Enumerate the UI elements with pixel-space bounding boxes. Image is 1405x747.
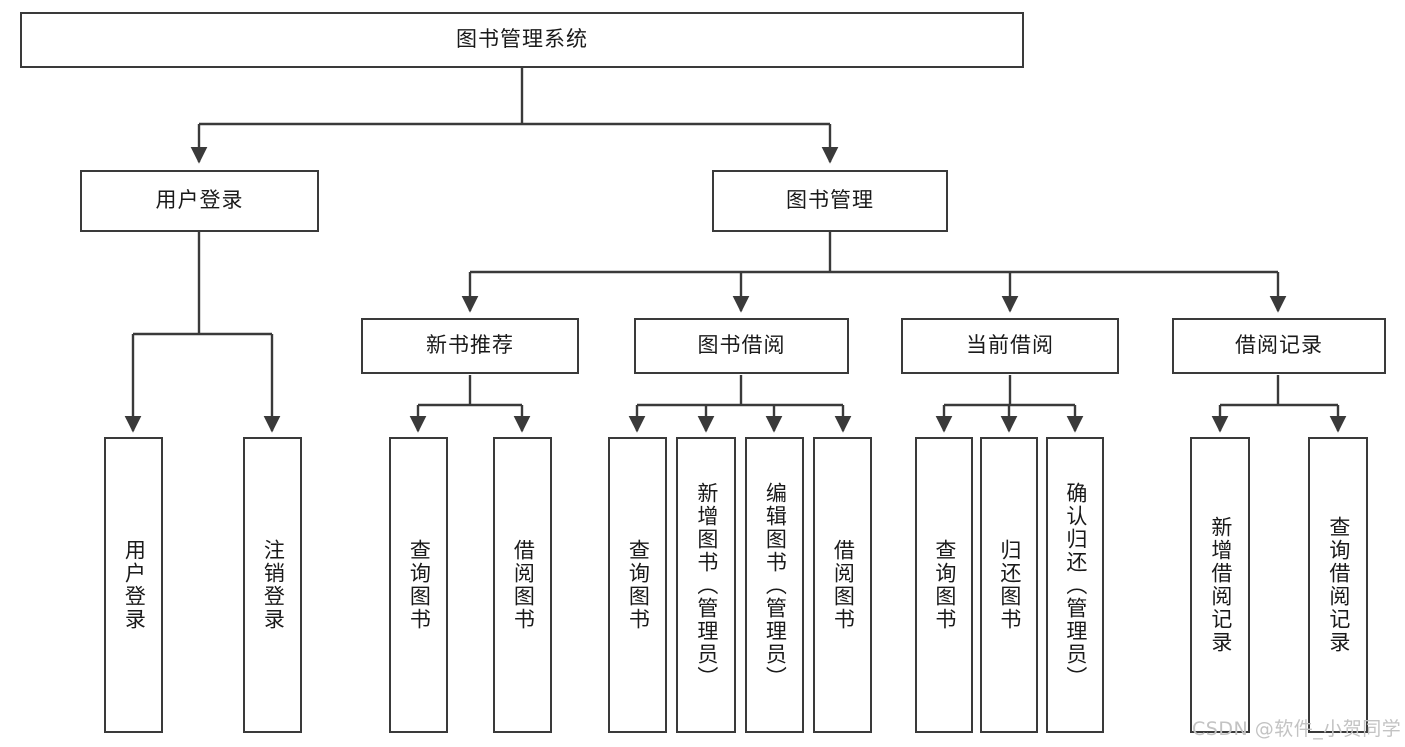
- leaf-current-borrow-confirm[interactable]: 确认归还（管理员）: [1046, 437, 1104, 733]
- node-label: 编辑图书（管理员）: [763, 481, 788, 689]
- node-label: 用户登录: [155, 188, 244, 213]
- node-borrow-record[interactable]: 借阅记录: [1172, 318, 1386, 374]
- leaf-borrow-record-add[interactable]: 新增借阅记录: [1190, 437, 1250, 733]
- node-book-management[interactable]: 图书管理: [712, 170, 948, 232]
- node-user-login[interactable]: 用户登录: [80, 170, 319, 232]
- node-label: 查询图书: [626, 539, 651, 631]
- node-label: 图书管理系统: [456, 27, 588, 52]
- node-label: 查询图书: [407, 539, 432, 631]
- leaf-user-login-login[interactable]: 用户登录: [104, 437, 163, 733]
- leaf-current-borrow-return[interactable]: 归还图书: [980, 437, 1038, 733]
- node-label: 确认归还（管理员）: [1063, 481, 1088, 689]
- leaf-new-book-borrow[interactable]: 借阅图书: [493, 437, 552, 733]
- node-new-book-recommend[interactable]: 新书推荐: [361, 318, 579, 374]
- node-label: 借阅记录: [1235, 333, 1323, 358]
- node-label: 注销登录: [261, 539, 286, 631]
- leaf-book-borrow-query[interactable]: 查询图书: [608, 437, 667, 733]
- node-label: 新增图书（管理员）: [694, 481, 719, 689]
- leaf-current-borrow-query[interactable]: 查询图书: [915, 437, 973, 733]
- node-current-borrow[interactable]: 当前借阅: [901, 318, 1119, 374]
- leaf-book-borrow-borrow[interactable]: 借阅图书: [813, 437, 872, 733]
- node-book-borrow[interactable]: 图书借阅: [634, 318, 849, 374]
- node-label: 新增借阅记录: [1208, 516, 1233, 654]
- node-label: 查询图书: [932, 539, 957, 631]
- leaf-user-login-logout[interactable]: 注销登录: [243, 437, 302, 733]
- node-label: 归还图书: [997, 539, 1022, 631]
- node-label: 借阅图书: [831, 539, 856, 631]
- node-label: 用户登录: [122, 539, 147, 631]
- node-label: 借阅图书: [511, 539, 536, 631]
- leaf-borrow-record-query[interactable]: 查询借阅记录: [1308, 437, 1368, 733]
- node-label: 新书推荐: [426, 333, 514, 358]
- leaf-book-borrow-edit[interactable]: 编辑图书（管理员）: [745, 437, 804, 733]
- leaf-book-borrow-add[interactable]: 新增图书（管理员）: [676, 437, 736, 733]
- node-book-management-system[interactable]: 图书管理系统: [20, 12, 1024, 68]
- node-label: 图书借阅: [697, 333, 786, 358]
- node-label: 图书管理: [786, 188, 874, 213]
- leaf-new-book-query[interactable]: 查询图书: [389, 437, 448, 733]
- node-label: 当前借阅: [966, 333, 1054, 358]
- node-label: 查询借阅记录: [1326, 516, 1351, 654]
